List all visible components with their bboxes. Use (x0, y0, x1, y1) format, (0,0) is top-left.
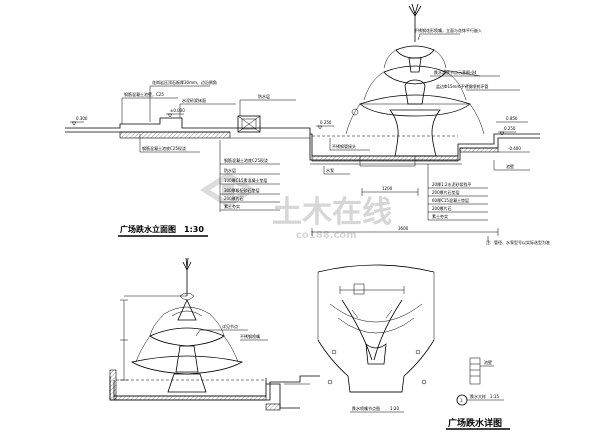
level-marker-4: 0.250 (498, 126, 516, 136)
label-br-1: 20厚1:2水泥砂浆找平 (432, 181, 472, 187)
label-bl-1: 钢筋混凝土池底C25现浇 (224, 157, 268, 163)
label-bl-4: 300厚级配砂石垫层 (224, 187, 260, 193)
level-marker-6: 0.850 (496, 116, 528, 123)
level-text-1: 0.300 (76, 116, 88, 121)
dimension-1200: 1200 (361, 186, 419, 196)
label-top-right-3: 盆边Ф15mm不锈钢喷射环管 (436, 83, 488, 89)
note-text: 注：管径、水泵型号以实际选型为准 (486, 239, 550, 245)
label-br-5: 素土夯实 (432, 213, 448, 219)
watermark-text: 土木在线 (272, 195, 392, 230)
bottom-left-callouts: 钢筋混凝土池底C25现浇 防水层 100厚C15素混凝土垫层 300厚级配砂石垫… (220, 157, 280, 211)
label-bl-6: 素土夯实 (224, 203, 240, 209)
level-text-3: 0.250 (320, 120, 332, 125)
elevation-scale: 1:30 (184, 225, 204, 234)
level-text-2: ±0.000 (170, 108, 185, 113)
label-nozzle: 不锈钢喷嘴 (240, 333, 260, 339)
label-center-1: 不锈钢管接头 (332, 143, 356, 149)
label-top-right-2: 跌水盆底节点示意图-04 (434, 69, 477, 75)
label-left-3: 水泥砂浆抹面 (182, 97, 206, 103)
label-bl-extra: 钢筋混凝土池底C25现浇 (142, 145, 186, 151)
detail-title: 广场跌水详图 (448, 417, 502, 429)
label-mid: 详见节点 (222, 323, 238, 329)
label-left-4: 防水层 (258, 93, 270, 99)
bottom-right-callouts: 20厚1:2水泥砂浆找平 200厚片石垫层 60厚C15混凝土垫层 200厚片石… (428, 181, 488, 221)
index-circle-icon: 1 (456, 394, 468, 406)
label-br-3: 60厚C15混凝土垫层 (432, 197, 469, 203)
label-bl-2: 防水层 (224, 167, 236, 173)
label-br-2: 200厚片石垫层 (432, 189, 460, 195)
detail-index: 池壁 1 跌水大样 1:15 (456, 357, 504, 406)
dim-text-2: 3600 (398, 226, 409, 231)
dimension-3600: 3600 (311, 226, 499, 236)
label-left-1: 花岗岩压顶石板厚30mm，边沿倒角 (152, 79, 217, 85)
label-bl-5: 200厚片石 (224, 195, 244, 201)
level-marker-3: 0.250 (316, 120, 334, 130)
index-label: 池壁 (484, 359, 492, 365)
index-number: 1 (460, 398, 463, 403)
label-center-2: 水泵 (326, 167, 334, 173)
watermark: 土木在线 co188.com (200, 172, 392, 241)
detail-drawing-left: 详见节点 不锈钢喷嘴 (109, 257, 320, 411)
detail-drawing-middle: 跌水喷嘴节点图 1:20 (317, 264, 435, 413)
watermark-logo-icon (200, 172, 256, 208)
level-marker-5: -0.400 (498, 146, 530, 153)
label-left-2: 钢筋混凝土池壁，C25 (124, 91, 164, 97)
elevation-drawing: 0.300 ±0.000 0.250 0.250 -0.400 0.850 不 (65, 3, 550, 245)
watermark-sub: co188.com (296, 230, 357, 241)
label-bl-3: 100厚C15素混凝土垫层 (224, 177, 268, 183)
level-text-4: 0.250 (504, 126, 516, 131)
level-text-5: -0.400 (508, 146, 521, 151)
level-marker-2: ±0.000 (166, 108, 185, 118)
label-pool: 池壁 (506, 163, 514, 169)
sub-detail-scale: 1:20 (390, 406, 399, 411)
level-marker-1: 0.300 (70, 116, 88, 126)
dim-text-1: 1200 (382, 186, 393, 191)
index-label-text: 跌水大样 (470, 393, 486, 399)
level-text-6: 0.850 (506, 116, 518, 121)
elevation-title: 广场跌水立面图 (120, 224, 176, 234)
sub-detail-title: 跌水喷嘴节点图 (352, 405, 380, 411)
label-br-4: 200厚片石 (432, 205, 452, 211)
index-scale: 1:15 (490, 394, 499, 399)
label-top-right-1: 不锈钢花形喷嘴，立面与花钵平行嵌入 (414, 27, 482, 33)
